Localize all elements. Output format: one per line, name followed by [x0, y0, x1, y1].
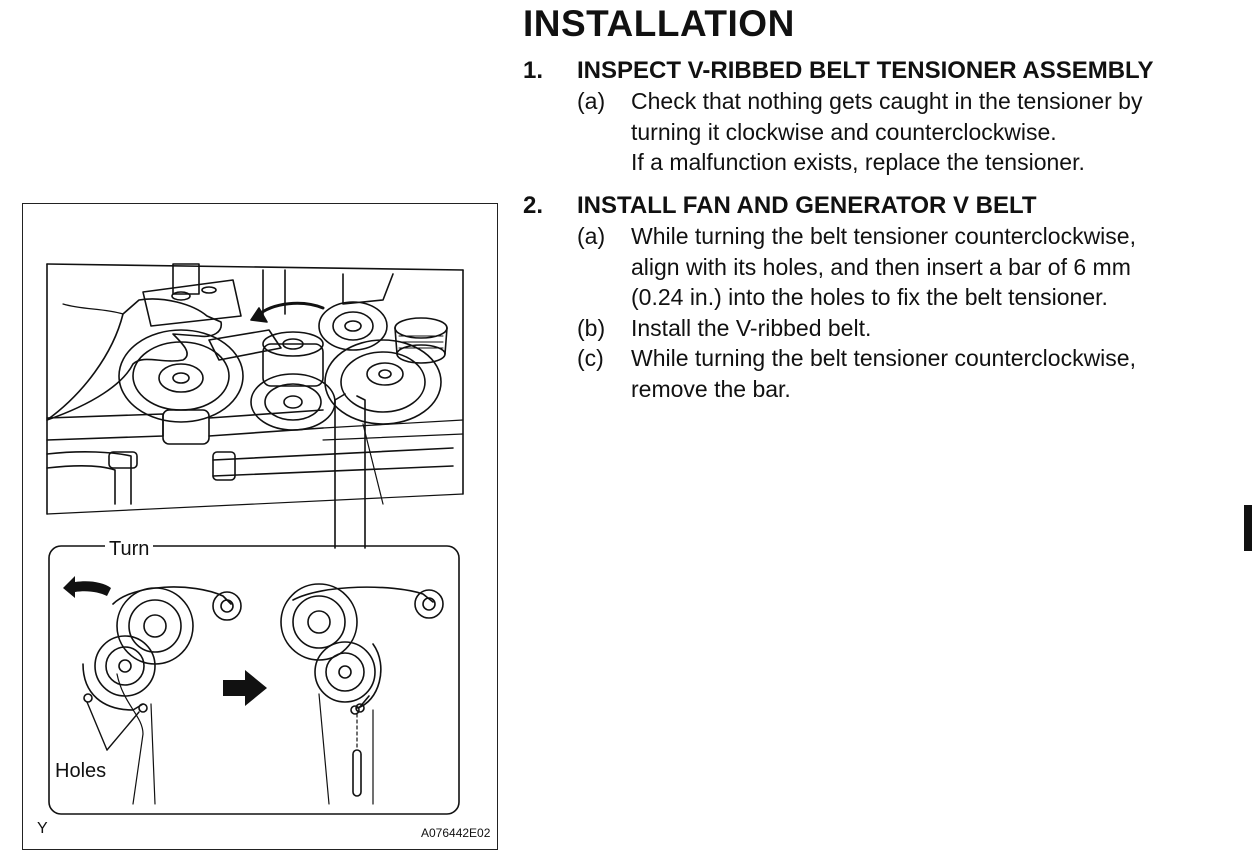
- substep-line: turning it clockwise and counterclockwis…: [631, 118, 1057, 145]
- section-title: INSTALLATION: [523, 3, 795, 44]
- substep-line: While turning the belt tensioner counter…: [631, 223, 1136, 249]
- step-number: 1.: [523, 57, 544, 84]
- step-number: 2.: [523, 192, 544, 219]
- substep-line: remove the bar.: [631, 375, 791, 402]
- substep-text: Install the V-ribbed belt.: [631, 313, 1136, 344]
- step-1-heading-row: 1. INSPECT V-RIBBED BELT TENSIONER ASSEM…: [523, 56, 1154, 86]
- substep-text: Check that nothing gets caught in the te…: [631, 86, 1154, 178]
- substep: (b) Install the V-ribbed belt.: [577, 313, 1136, 344]
- substep-letter: (a): [577, 88, 606, 114]
- substep-line: (0.24 in.) into the holes to fix the bel…: [631, 284, 1108, 310]
- substep: (c) While turning the belt tensioner cou…: [577, 343, 1136, 404]
- tensioner-detail-drawing: [82, 583, 444, 805]
- figure-code: A076442E02: [421, 826, 491, 840]
- substep-letter: (b): [577, 314, 606, 341]
- step-2-heading-row: 2. INSTALL FAN AND GENERATOR V BELT: [523, 191, 1136, 221]
- step-heading: INSTALL FAN AND GENERATOR V BELT: [577, 192, 1037, 219]
- substep-list: (a) Check that nothing gets caught in th…: [577, 86, 1154, 178]
- substep: (a) Check that nothing gets caught in th…: [577, 86, 1154, 178]
- tensioner-illustration: Turn Holes Y A076442E02: [22, 203, 498, 850]
- turn-label: Turn: [105, 538, 154, 560]
- substep-line: If a malfunction exists, replace the ten…: [631, 149, 1085, 175]
- substep-line: Install the V-ribbed belt.: [631, 314, 872, 341]
- tensioner-drawing: [46, 263, 464, 815]
- figure-corner-mark: Y: [37, 820, 48, 837]
- holes-label: Holes: [53, 760, 109, 782]
- step-heading: INSPECT V-RIBBED BELT TENSIONER ASSEMBLY: [577, 57, 1154, 84]
- step-1: 1. INSPECT V-RIBBED BELT TENSIONER ASSEM…: [523, 56, 1154, 178]
- substep-line: Check that nothing gets caught in the te…: [631, 88, 1143, 114]
- substep: (a) While turning the belt tensioner cou…: [577, 221, 1136, 313]
- substep-text: While turning the belt tensioner counter…: [631, 221, 1136, 313]
- substep-list: (a) While turning the belt tensioner cou…: [577, 221, 1136, 404]
- substep-line: While turning the belt tensioner counter…: [631, 345, 1136, 371]
- engine-bay-drawing: [46, 263, 464, 515]
- substep-letter: (c): [577, 345, 604, 371]
- substep-letter: (a): [577, 223, 606, 249]
- step-2: 2. INSTALL FAN AND GENERATOR V BELT (a) …: [523, 191, 1136, 404]
- substep-text: While turning the belt tensioner counter…: [631, 343, 1136, 404]
- turn-arrow-icon: [63, 576, 111, 598]
- substep-line: align with its holes, and then insert a …: [631, 253, 1131, 280]
- right-arrow-icon: [223, 670, 267, 706]
- page-edge-tab: [1244, 505, 1252, 551]
